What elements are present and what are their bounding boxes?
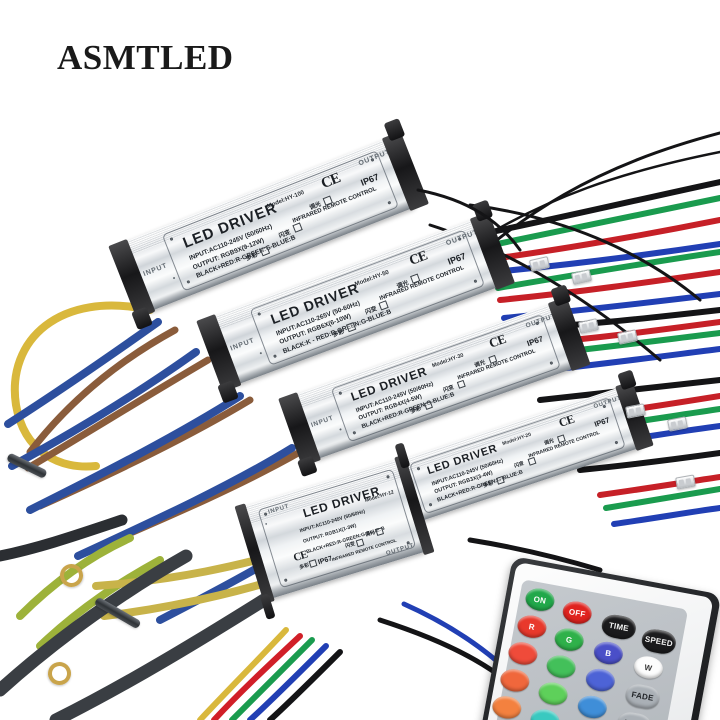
remote-button-blue[interactable]: B: [592, 639, 625, 667]
remote-color-swatch-r1c3[interactable]: [584, 666, 617, 694]
remote-button-green[interactable]: G: [552, 626, 586, 654]
remote-button-off[interactable]: OFF: [560, 599, 594, 627]
remote-keypad: ON OFF TIME SPEED R G B W FADE JUMP: [490, 579, 689, 720]
remote-button-red[interactable]: R: [515, 613, 549, 641]
remote-color-swatch-r3c2[interactable]: [528, 707, 562, 720]
remote-button-on[interactable]: ON: [523, 586, 557, 614]
remote-color-swatch-r2c2[interactable]: [536, 680, 570, 708]
remote-button-speed[interactable]: SPEED: [640, 627, 678, 656]
remote-button-white[interactable]: W: [632, 654, 665, 682]
remote-button-jump[interactable]: JUMP: [615, 710, 654, 720]
brand-wordmark: ASMTLED: [57, 38, 234, 77]
remote-color-swatch-r2c3[interactable]: [576, 693, 609, 720]
remote-color-swatch-r2c1[interactable]: [498, 666, 532, 694]
remote-color-swatch-r1c2[interactable]: [544, 653, 578, 681]
remote-color-swatch-r3c1[interactable]: [490, 693, 524, 720]
remote-button-time[interactable]: TIME: [600, 612, 638, 642]
remote-color-swatch-r1c1[interactable]: [506, 639, 540, 667]
remote-button-fade[interactable]: FADE: [623, 682, 662, 711]
